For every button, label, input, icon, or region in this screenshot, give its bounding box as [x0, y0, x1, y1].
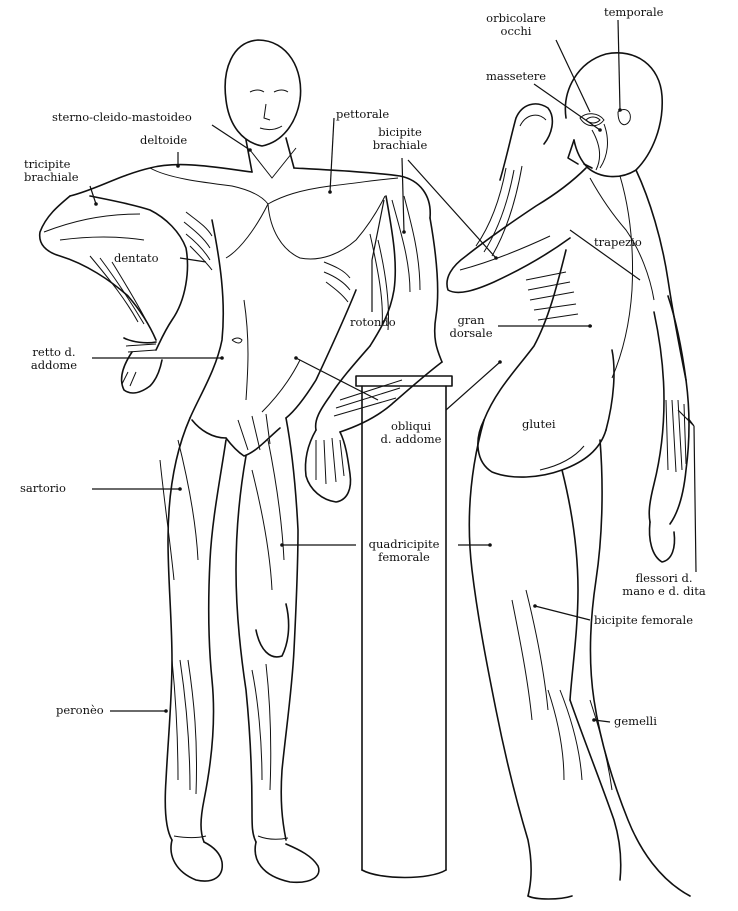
label-quadricipite-femorale: quadricipite femorale — [364, 538, 444, 564]
label-gran-dorsale-line1: gran — [457, 313, 485, 327]
label-obliqui-line2: d. addome — [380, 432, 442, 446]
label-trapezio: trapezio — [594, 235, 642, 249]
label-tricipite-line2: brachiale — [24, 170, 79, 184]
label-gran-dorsale-line2: dorsale — [449, 326, 493, 340]
label-gran-dorsale: gran dorsale — [448, 314, 494, 340]
label-flessori-line1: flessori d. — [635, 571, 693, 585]
label-quadricipite-line2: femorale — [378, 550, 430, 564]
label-tricipite-brachiale: tricipite brachiale — [24, 158, 79, 184]
label-quadricipite-line1: quadricipite — [368, 537, 440, 551]
label-bicipite-line1: bicipite — [378, 125, 422, 139]
label-pettorale: pettorale — [336, 107, 390, 121]
label-flessori-line2: mano e d. dita — [622, 584, 706, 598]
label-peroneo: peronèo — [56, 703, 104, 717]
leader-lines — [89, 19, 697, 723]
pillar — [355, 375, 453, 879]
label-orbicolare-occhi: orbicolare occhi — [484, 12, 548, 38]
label-deltoide: deltoide — [140, 133, 188, 147]
label-obliqui-addome: obliqui d. addome — [376, 420, 446, 446]
label-obliqui-line1: obliqui — [390, 419, 432, 433]
label-tricipite-line1: tricipite — [24, 157, 71, 171]
label-flessori-mano-dita: flessori d. mano e d. dita — [616, 572, 712, 598]
label-temporale: temporale — [604, 5, 664, 19]
label-gemelli: gemelli — [614, 714, 657, 728]
label-retto-addome: retto d. addome — [20, 346, 88, 372]
label-orbicolare-line1: orbicolare — [486, 11, 546, 25]
label-rotondo: rotondo — [350, 315, 396, 329]
label-bicipite-line2: brachiale — [372, 138, 428, 152]
label-retto-line2: addome — [30, 358, 78, 372]
label-dentato: dentato — [114, 251, 159, 265]
label-massetere: massetere — [486, 69, 547, 83]
label-glutei: glutei — [522, 417, 556, 431]
leader-dots — [94, 108, 622, 722]
label-bicipite-brachiale: bicipite brachiale — [370, 126, 430, 152]
label-sternocleidomastoideo: sterno-cleido-mastoideo — [52, 110, 192, 124]
front-figure — [38, 39, 443, 884]
back-figure — [446, 52, 691, 900]
label-retto-line1: retto d. — [32, 345, 76, 359]
label-sartorio: sartorio — [20, 481, 66, 495]
label-bicipite-femorale: bicipite femorale — [594, 613, 694, 627]
label-orbicolare-line2: occhi — [500, 24, 532, 38]
